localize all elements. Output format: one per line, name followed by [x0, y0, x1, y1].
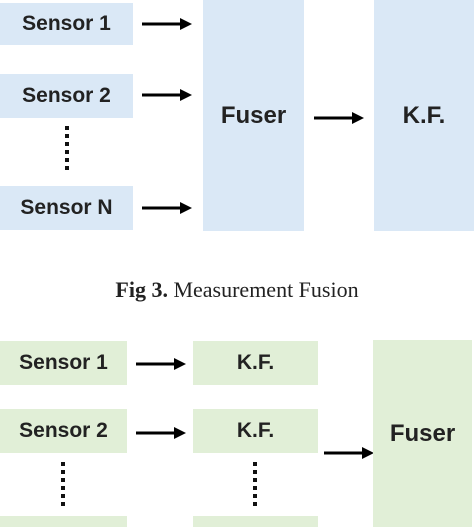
bottom-kf-1-box: K.F.: [193, 341, 318, 385]
bottom-fuser-box: Fuser: [373, 340, 472, 527]
caption-text: Measurement Fusion: [173, 277, 359, 302]
top-ellipsis-dots: [65, 126, 69, 170]
top-kf-box: K.F.: [374, 0, 474, 231]
top-sensor-2-label: Sensor 2: [22, 84, 111, 107]
bottom-arrow-kf-to-fuser: [324, 447, 374, 459]
top-kf-label: K.F.: [402, 101, 446, 129]
top-sensor-1-label: Sensor 1: [22, 12, 111, 35]
bottom-fuser-label: Fuser: [389, 419, 456, 447]
top-sensor-n-box: Sensor N: [0, 186, 133, 230]
top-sensor-n-label: Sensor N: [20, 196, 113, 219]
bottom-arrow-sensor-1: [136, 358, 186, 370]
bottom-arrow-sensor-2: [136, 427, 186, 439]
bottom-kf-2-box: K.F.: [193, 409, 318, 453]
bottom-sensor-1-label: Sensor 1: [19, 351, 108, 374]
top-fuser-label: Fuser: [220, 101, 287, 129]
caption-number: Fig 3.: [115, 277, 168, 302]
top-arrow-sensor-n: [142, 202, 192, 214]
bottom-sensor-partial-box: [0, 516, 127, 527]
figure-caption: Fig 3. Measurement Fusion: [0, 277, 474, 303]
bottom-sensor-1-box: Sensor 1: [0, 341, 127, 385]
bottom-kf-partial-box: [193, 516, 318, 527]
top-arrow-sensor-2: [142, 89, 192, 101]
top-fuser-box: Fuser: [203, 0, 304, 231]
top-sensor-2-box: Sensor 2: [0, 74, 133, 118]
bottom-ellipsis-dots-kf: [253, 462, 257, 506]
bottom-kf-2-label: K.F.: [236, 419, 275, 442]
bottom-sensor-2-label: Sensor 2: [19, 419, 108, 442]
bottom-ellipsis-dots-sensors: [61, 462, 65, 506]
top-arrow-fuser-to-kf: [314, 112, 364, 124]
bottom-kf-1-label: K.F.: [236, 351, 275, 374]
top-arrow-sensor-1: [142, 18, 192, 30]
top-sensor-1-box: Sensor 1: [0, 3, 133, 45]
bottom-sensor-2-box: Sensor 2: [0, 409, 127, 453]
